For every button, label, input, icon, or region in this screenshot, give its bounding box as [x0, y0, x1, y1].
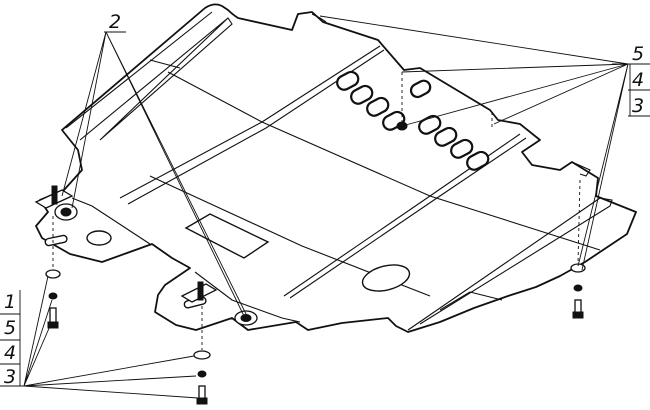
- leader-left: [23, 275, 199, 399]
- callout-right-5: 5: [632, 43, 644, 65]
- oval-hole-center: [361, 264, 411, 292]
- vent-slot: [466, 150, 490, 171]
- callout-left-4: 4: [4, 342, 16, 364]
- vent-slot: [409, 79, 432, 99]
- vent-slot: [336, 70, 360, 91]
- callout-right-3: 3: [632, 95, 644, 117]
- right-tab: [571, 161, 591, 177]
- vent-slot: [450, 138, 474, 159]
- ridge-3b: [289, 137, 527, 299]
- callout-left-3: 3: [4, 366, 16, 388]
- washer: [45, 269, 61, 279]
- bolt-head: [196, 397, 208, 405]
- axis-right: [577, 179, 581, 265]
- nut: [48, 292, 58, 300]
- fastener-stack-left: [45, 269, 61, 329]
- mount-left: [34, 185, 78, 221]
- vent-slot: [350, 84, 374, 105]
- rect-cutout: [184, 213, 270, 259]
- leader-right: [319, 15, 629, 271]
- left-rib-band: [149, 59, 263, 123]
- callout-2: 2: [109, 11, 121, 33]
- left-rib: [65, 11, 233, 141]
- right-rib: [407, 197, 613, 331]
- vent-slot: [366, 96, 390, 117]
- callout-right-4: 4: [632, 69, 644, 91]
- nut: [573, 284, 583, 292]
- top-tab: [311, 13, 327, 23]
- small-slot-left: [44, 234, 68, 247]
- plate-outline: [35, 3, 637, 333]
- bottom-flange-fold: [194, 271, 301, 323]
- fastener-stack-right: [570, 263, 586, 319]
- callout-left-5: 5: [4, 317, 16, 339]
- mount-bottom: [180, 281, 258, 326]
- callout-left-1: 1: [4, 291, 16, 313]
- vent-slot: [434, 126, 458, 147]
- vent-slot: [418, 114, 442, 135]
- fastener-stack-bottom: [193, 350, 211, 405]
- ridge-3: [283, 133, 521, 297]
- oval-hole-left: [86, 230, 112, 246]
- nut: [197, 370, 207, 378]
- bolt-head: [47, 321, 59, 329]
- washer: [193, 350, 211, 360]
- right-rib-band: [439, 291, 503, 311]
- bolt-head: [572, 311, 584, 319]
- left-flange-fold: [71, 197, 151, 245]
